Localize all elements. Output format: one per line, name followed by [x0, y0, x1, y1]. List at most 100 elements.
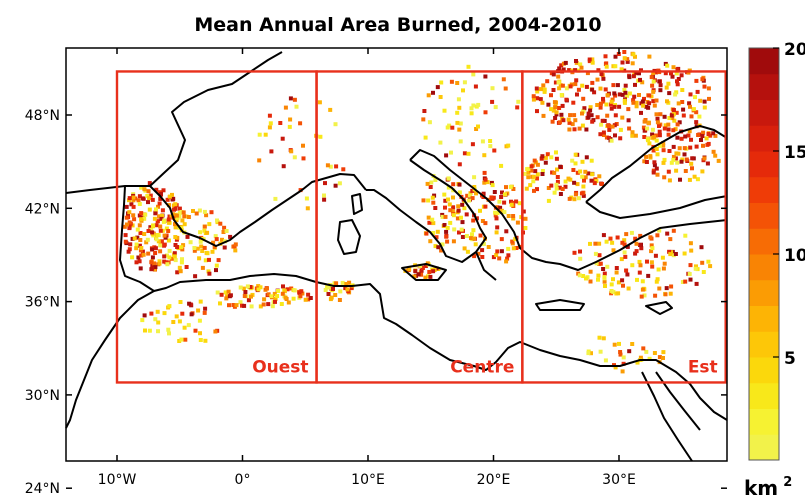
fire-cell	[666, 169, 671, 174]
fire-cell	[531, 97, 536, 102]
fire-cell	[150, 247, 155, 252]
fire-cell	[267, 125, 272, 130]
fire-cell	[438, 140, 443, 145]
fire-cell	[142, 216, 147, 221]
fire-cell	[426, 93, 431, 98]
fire-cell	[667, 91, 672, 96]
fire-cell	[233, 248, 238, 253]
fire-cell	[137, 213, 142, 218]
fire-cell	[596, 273, 601, 278]
fire-cell	[545, 79, 550, 84]
fire-cell	[130, 255, 135, 260]
fire-cell	[331, 287, 335, 291]
fire-cell	[154, 237, 159, 242]
fire-cell	[438, 95, 443, 99]
fire-cell	[683, 233, 688, 238]
fire-cell	[680, 88, 685, 92]
fire-cell	[559, 112, 564, 117]
fire-cell	[706, 132, 711, 136]
fire-cell	[616, 291, 621, 296]
fire-cell	[459, 227, 464, 232]
fire-cell	[564, 86, 569, 91]
fire-cell	[642, 128, 647, 133]
fire-cell	[472, 236, 477, 241]
fire-cell	[567, 120, 572, 125]
fire-cell	[206, 269, 211, 274]
fire-cell	[635, 360, 640, 365]
fire-cell	[603, 358, 608, 363]
fire-cell	[289, 149, 294, 154]
fire-cell	[631, 100, 636, 105]
fire-cell	[706, 259, 711, 264]
fire-cell	[551, 72, 556, 77]
fire-cell	[662, 261, 667, 266]
fire-cell	[511, 214, 516, 218]
fire-cell	[639, 246, 644, 251]
fire-cell	[687, 272, 692, 276]
fire-cell	[435, 85, 440, 90]
fire-cell	[611, 277, 615, 282]
fire-cell	[540, 100, 545, 105]
fire-cell	[668, 252, 673, 257]
fire-cell	[240, 303, 244, 308]
fire-cell	[283, 295, 288, 300]
fire-cell	[555, 175, 560, 179]
fire-cell	[328, 107, 333, 112]
fire-cell	[645, 259, 649, 264]
fire-cell	[147, 196, 151, 201]
region-label-ouest: Ouest	[252, 357, 308, 377]
fire-cell	[637, 270, 642, 275]
colorbar-unit: km 2	[744, 475, 792, 498]
coastline-france-atlantic	[149, 51, 283, 187]
fire-cell	[689, 114, 694, 119]
fire-cell	[180, 257, 184, 262]
fire-cell	[646, 138, 650, 143]
fire-cell	[149, 227, 154, 232]
fire-cell	[660, 255, 665, 260]
fire-cell	[343, 286, 348, 291]
fire-cell	[590, 172, 595, 177]
fire-cell	[524, 186, 529, 191]
fire-cell	[141, 252, 146, 257]
fire-cell	[601, 96, 605, 101]
fire-cell	[167, 214, 172, 219]
fire-cell	[651, 79, 656, 84]
fire-cell	[162, 254, 167, 259]
fire-cell	[137, 259, 142, 264]
fire-cell	[641, 103, 646, 108]
colorbar-segment	[749, 382, 779, 409]
fire-cell	[665, 99, 669, 104]
fire-cell	[440, 214, 445, 219]
fire-cell	[124, 204, 129, 209]
fire-cell	[494, 230, 499, 235]
fire-cell	[633, 251, 638, 256]
fire-cell	[258, 304, 263, 309]
fire-cell	[426, 198, 431, 203]
fire-cell	[137, 194, 142, 199]
fire-cell	[276, 289, 280, 293]
fire-cell	[574, 59, 578, 63]
fire-cell	[323, 181, 327, 186]
fire-cell	[572, 250, 577, 255]
fire-cell	[483, 221, 488, 226]
fire-cell	[523, 216, 528, 221]
fire-cell	[687, 129, 692, 134]
colorbar-unit-base: km	[744, 476, 778, 498]
fire-cell	[448, 220, 453, 225]
fire-cell	[440, 242, 445, 247]
fire-cell	[187, 301, 192, 306]
fire-cell	[178, 269, 183, 274]
fire-cell	[157, 261, 162, 266]
fire-cell	[619, 257, 624, 262]
fire-cell	[127, 210, 132, 215]
fire-cell	[224, 229, 229, 233]
fire-cell	[648, 235, 653, 240]
fire-cell	[428, 274, 433, 279]
fire-cell	[668, 237, 673, 242]
fire-cell	[131, 195, 136, 200]
fire-cell	[139, 185, 144, 190]
fire-cell	[499, 249, 504, 254]
fire-cell	[434, 235, 439, 240]
fire-cell	[695, 89, 700, 94]
fire-cell	[179, 260, 184, 265]
